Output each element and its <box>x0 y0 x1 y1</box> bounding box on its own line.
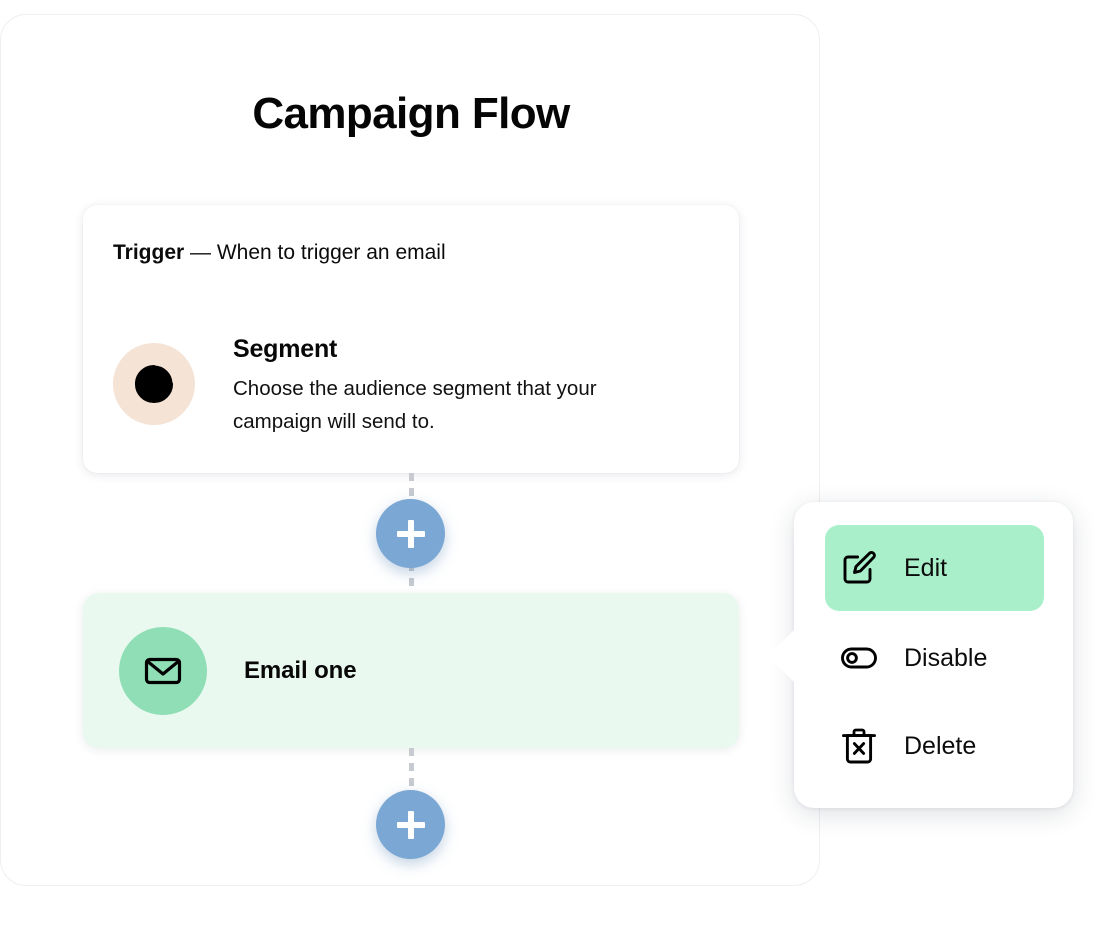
connector-line-bottom <box>409 748 414 830</box>
trigger-card[interactable]: Trigger — When to trigger an email Segme… <box>83 205 739 473</box>
menu-item-disable-label: Disable <box>904 643 988 672</box>
toggle-off-icon <box>837 638 881 678</box>
add-step-button-top[interactable] <box>376 499 445 568</box>
edit-pencil-icon <box>837 548 881 588</box>
pie-chart-icon <box>113 343 195 425</box>
menu-item-edit[interactable]: Edit <box>825 525 1044 611</box>
envelope-icon <box>119 626 207 715</box>
email-step-title: Email one <box>244 656 357 684</box>
step-context-menu: Edit Disable Delete <box>768 502 1073 808</box>
menu-item-edit-label: Edit <box>904 553 948 582</box>
segment-description: Choose the audience segment that your ca… <box>233 377 597 434</box>
trigger-label: Trigger <box>113 241 185 264</box>
segment-text-block: Segment Choose the audience segment that… <box>233 333 663 438</box>
plus-icon <box>396 810 425 839</box>
campaign-flow-panel: Campaign Flow Trigger — When to trigger … <box>0 14 820 886</box>
page-title: Campaign Flow <box>252 89 570 138</box>
trigger-description: — When to trigger an email <box>184 241 446 264</box>
context-menu-arrow <box>768 629 795 683</box>
menu-item-delete[interactable]: Delete <box>825 703 1044 789</box>
plus-icon <box>396 519 425 548</box>
segment-title: Segment <box>233 335 338 363</box>
add-step-button-bottom[interactable] <box>376 790 445 859</box>
menu-item-disable[interactable]: Disable <box>825 615 1044 701</box>
segment-step-row[interactable]: Segment Choose the audience segment that… <box>113 333 713 438</box>
email-step-card[interactable]: Email one <box>83 593 739 748</box>
trigger-card-heading: Trigger — When to trigger an email <box>113 241 446 265</box>
trash-delete-icon <box>837 726 881 766</box>
menu-item-delete-label: Delete <box>904 731 977 760</box>
